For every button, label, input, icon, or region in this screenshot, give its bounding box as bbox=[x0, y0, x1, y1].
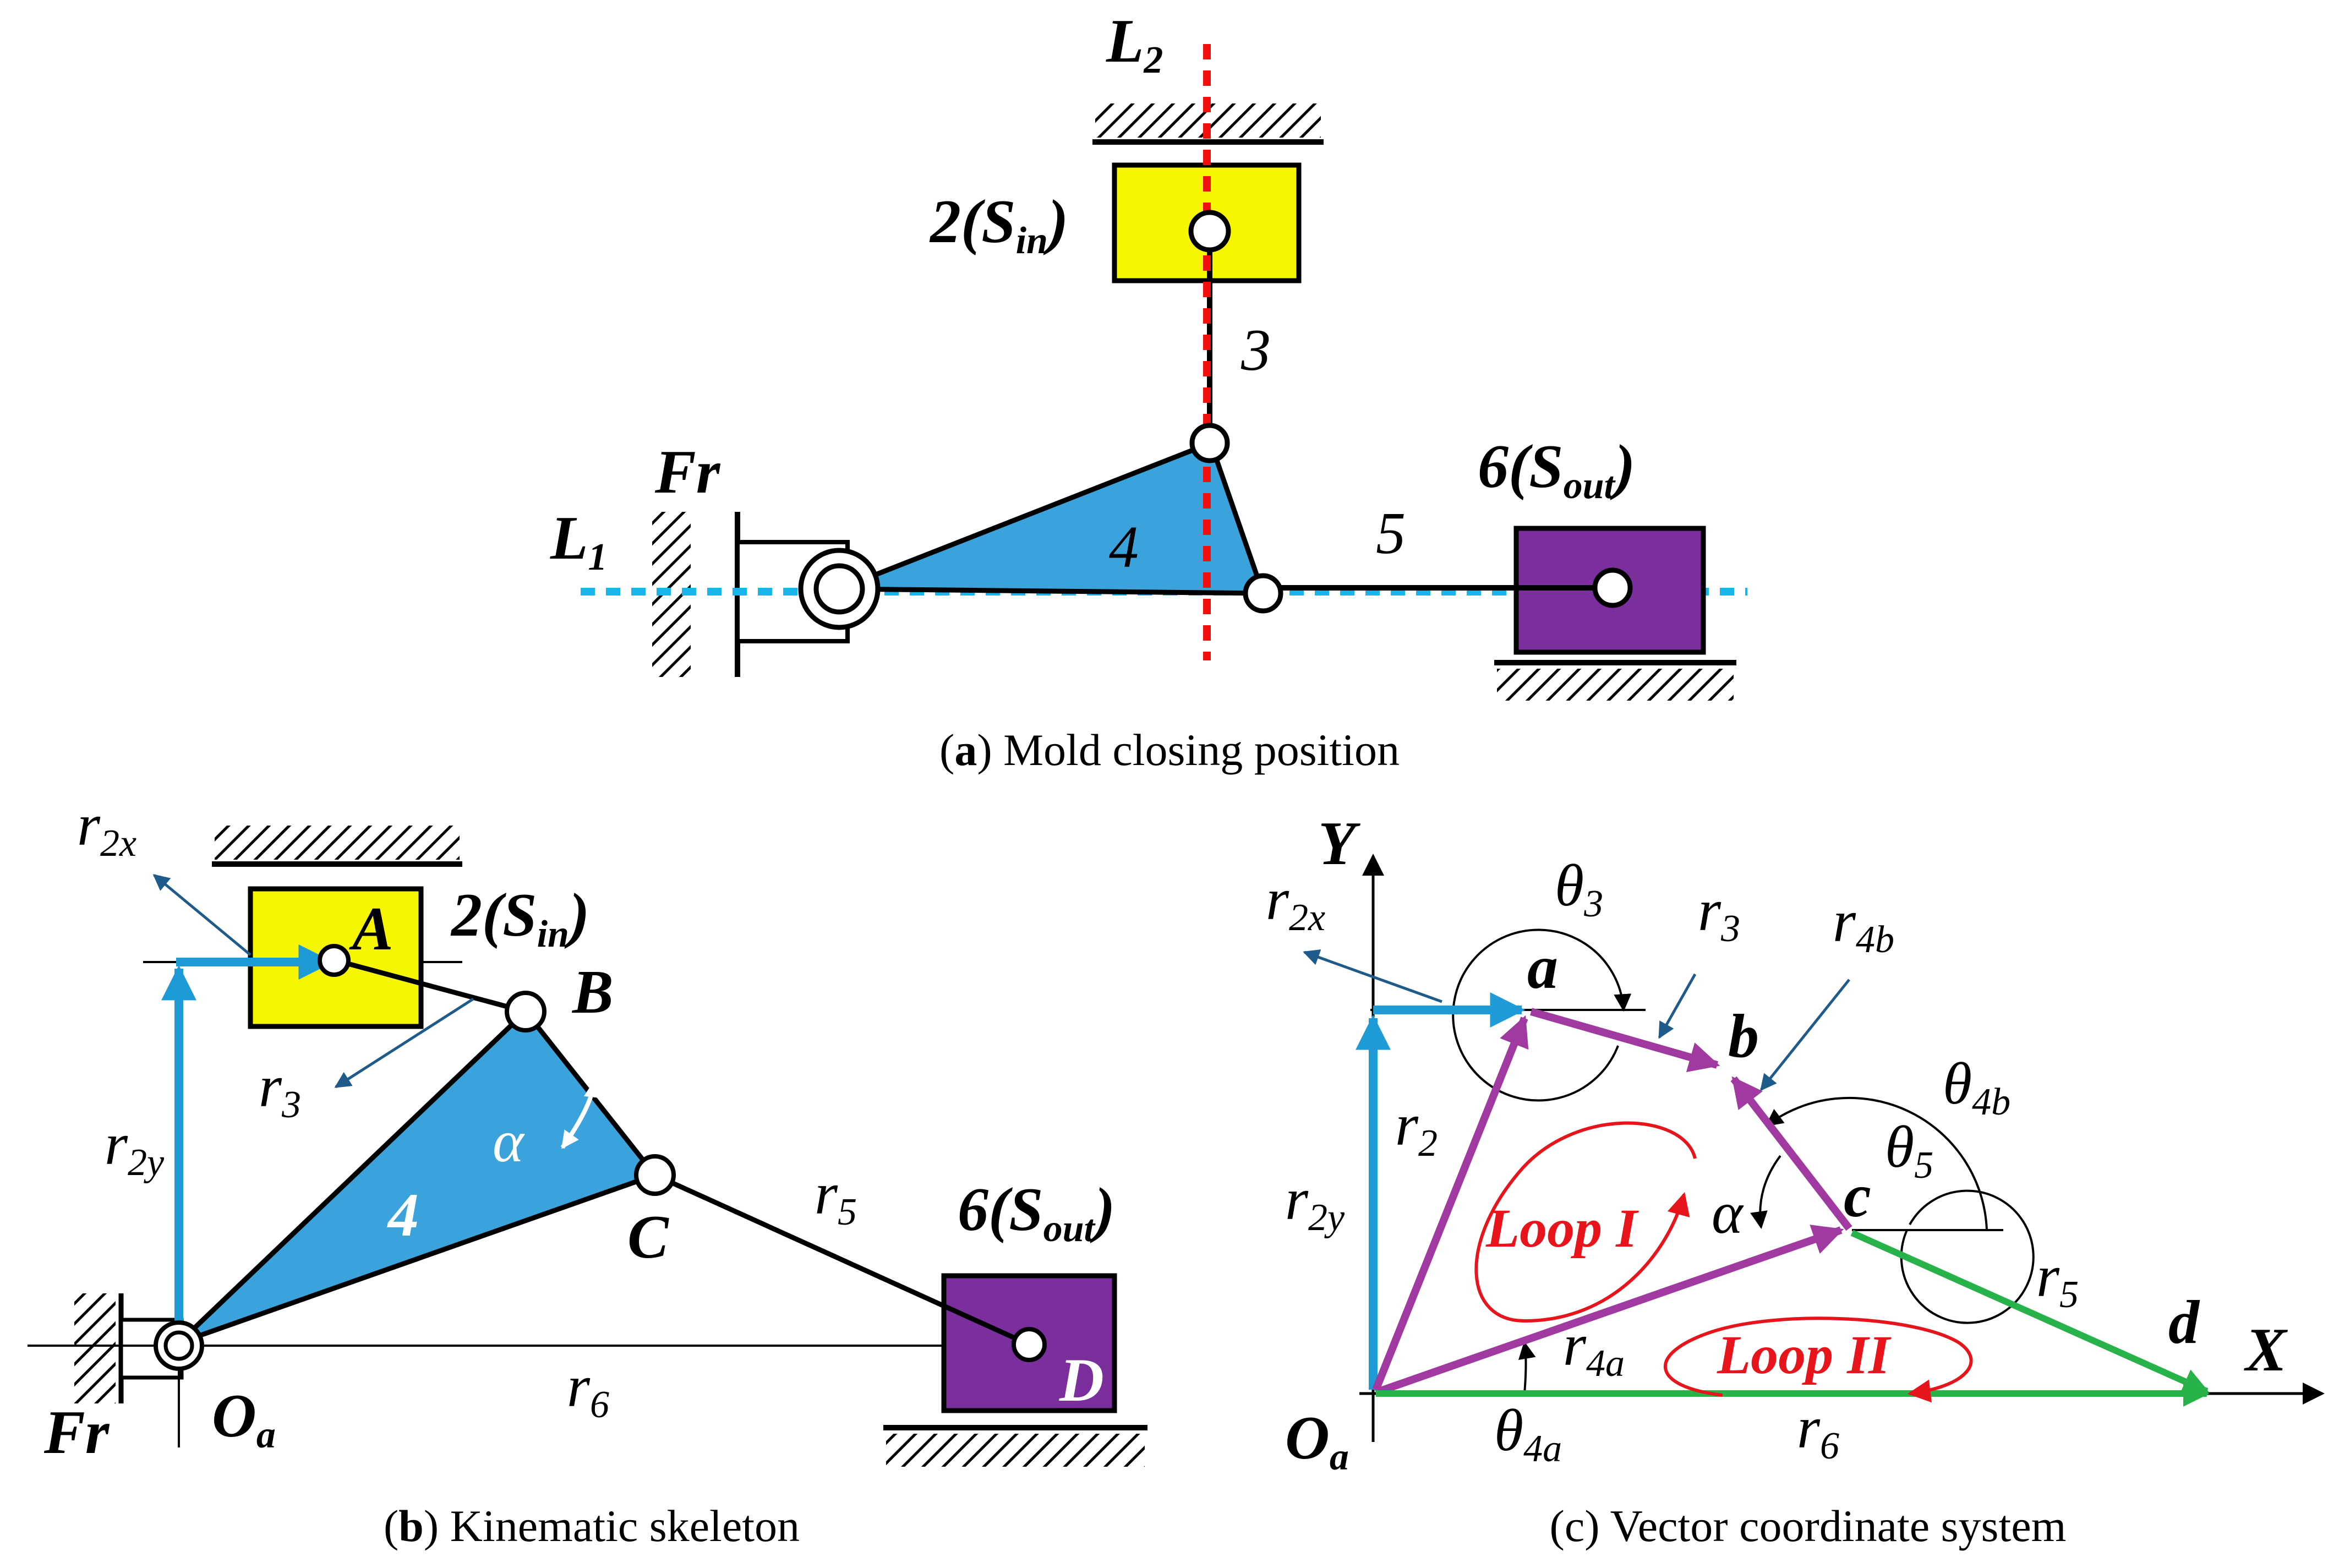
b-label-B: B bbox=[571, 958, 614, 1026]
c-label-theta3: θ3 bbox=[1555, 853, 1603, 925]
c-vector-r5 bbox=[1850, 1230, 2210, 1395]
b-label-C: C bbox=[627, 1203, 669, 1271]
b-link-CD bbox=[654, 1172, 1030, 1347]
c-loop1-curve bbox=[1474, 1121, 1697, 1323]
b-joint-C bbox=[634, 1154, 676, 1196]
b-slider-6 bbox=[941, 1273, 1117, 1413]
c-label-loop1: Loop I bbox=[1485, 1198, 1639, 1259]
b-label-r2x: r2x bbox=[77, 793, 136, 865]
c-label-c: c bbox=[1844, 1162, 1871, 1230]
b-label-A: A bbox=[349, 895, 394, 963]
c-label-alpha: α bbox=[1712, 1181, 1744, 1246]
b-link-AB bbox=[335, 958, 527, 1014]
label-slider2: 2(Sin) bbox=[929, 188, 1068, 262]
b-joint-D bbox=[1012, 1327, 1047, 1362]
c-theta4b-arc bbox=[1765, 1096, 1988, 1231]
joint-link3-link4 bbox=[1189, 423, 1230, 463]
b-ground-bottom-hatch bbox=[886, 1434, 1145, 1467]
b-label-alpha: α bbox=[493, 1109, 525, 1174]
c-label-r2y: r2y bbox=[1285, 1167, 1345, 1239]
label-slider6: 6(Sout) bbox=[1478, 433, 1635, 507]
label-link3: 3 bbox=[1240, 318, 1271, 383]
b-label-D: D bbox=[1059, 1346, 1104, 1414]
b-link-4 bbox=[176, 1009, 658, 1346]
c-label-a: a bbox=[1527, 933, 1558, 1002]
fixed-pivot-inner bbox=[813, 563, 865, 615]
b-label-r2y: r2y bbox=[105, 1112, 165, 1184]
c-label-theta5: θ5 bbox=[1885, 1114, 1933, 1187]
c-vector-r4a bbox=[1374, 1225, 1844, 1396]
label-link4: 4 bbox=[1109, 515, 1139, 580]
c-label-Oa: Oa bbox=[1285, 1404, 1349, 1478]
caption-c: (c) Vector coordinate system bbox=[1550, 1501, 2067, 1551]
b-joint-B bbox=[505, 991, 547, 1032]
b-frame-hatch bbox=[74, 1293, 116, 1403]
label-frame: Fr bbox=[654, 438, 721, 506]
b-label-r3: r3 bbox=[259, 1054, 301, 1126]
c-vector-r3 bbox=[1530, 1008, 1720, 1073]
label-L1: L1 bbox=[550, 504, 607, 578]
b-leader-r3 bbox=[334, 997, 474, 1089]
joint-slider6 bbox=[1592, 567, 1633, 608]
ground-bottom-hatch bbox=[1497, 669, 1734, 701]
label-L2: L2 bbox=[1106, 7, 1163, 81]
c-label-theta4a: θ4a bbox=[1494, 1398, 1562, 1470]
c-label-b: b bbox=[1728, 1002, 1759, 1070]
b-label-frame: Fr bbox=[43, 1398, 110, 1467]
b-label-slider2: 2(Sin) bbox=[450, 881, 589, 955]
b-alpha-arc bbox=[560, 1079, 602, 1149]
b-joint-A bbox=[318, 944, 351, 977]
c-label-r3: r3 bbox=[1698, 878, 1740, 950]
c-label-r2x: r2x bbox=[1266, 867, 1325, 939]
joint-slider2 bbox=[1188, 210, 1231, 253]
c-vector-r2 bbox=[1372, 1015, 1529, 1391]
joint-link4-link5 bbox=[1243, 573, 1283, 614]
c-theta5-arc bbox=[1900, 1189, 2035, 1324]
c-loop2-curve bbox=[1664, 1316, 1973, 1403]
c-label-r5: r5 bbox=[2036, 1244, 2079, 1316]
link-4 bbox=[837, 440, 1266, 596]
panel-a-mold-closing: L2 L1 2(Sin) 6(Sout) Fr 3 4 5 (a) Mold c… bbox=[550, 7, 1747, 775]
c-leader-r4b bbox=[1760, 979, 1850, 1091]
c-leader-r2x bbox=[1303, 949, 1442, 1003]
caption-b: (b) Kinematic skeleton bbox=[384, 1501, 800, 1551]
c-alpha-arc bbox=[1750, 1155, 1781, 1230]
caption-a: (a) Mold closing position bbox=[939, 725, 1400, 775]
b-label-r6: r6 bbox=[567, 1354, 609, 1426]
c-label-r4a: r4a bbox=[1563, 1313, 1625, 1385]
c-label-theta4b: θ4b bbox=[1943, 1051, 2010, 1123]
b-leader-r2x bbox=[152, 874, 252, 956]
c-label-r2: r2 bbox=[1395, 1092, 1438, 1165]
b-label-Oa: Oa bbox=[212, 1382, 276, 1456]
label-link5: 5 bbox=[1376, 501, 1406, 566]
c-label-r6: r6 bbox=[1797, 1395, 1839, 1467]
c-label-X: X bbox=[2244, 1316, 2288, 1384]
b-pivot-Oa-inner bbox=[163, 1330, 194, 1361]
b-label-link4: 4 bbox=[387, 1181, 419, 1249]
c-label-r4b: r4b bbox=[1833, 889, 1894, 961]
c-label-loop2: Loop II bbox=[1717, 1324, 1892, 1385]
c-theta4a-arc bbox=[1518, 1341, 1536, 1394]
c-vector-r4b bbox=[1730, 1076, 1852, 1231]
panel-b-kinematic-skeleton: r2x r2y r3 r5 r6 A B C D Oa 2(Sin) 6(Sou… bbox=[28, 793, 1147, 1551]
panel-c-vector-coordinates: Y X θ3 θ4b θ5 θ4a r2x r2y r2 r3 r4b r4a … bbox=[1266, 810, 2325, 1551]
c-leader-r3 bbox=[1658, 973, 1697, 1039]
c-label-d: d bbox=[2168, 1288, 2200, 1357]
c-label-Y: Y bbox=[1318, 810, 1360, 878]
b-ground-top-hatch bbox=[215, 826, 460, 860]
b-label-r5: r5 bbox=[815, 1161, 857, 1233]
c-theta3-arc bbox=[1452, 928, 1632, 1102]
b-label-slider6: 6(Sout) bbox=[958, 1176, 1115, 1250]
